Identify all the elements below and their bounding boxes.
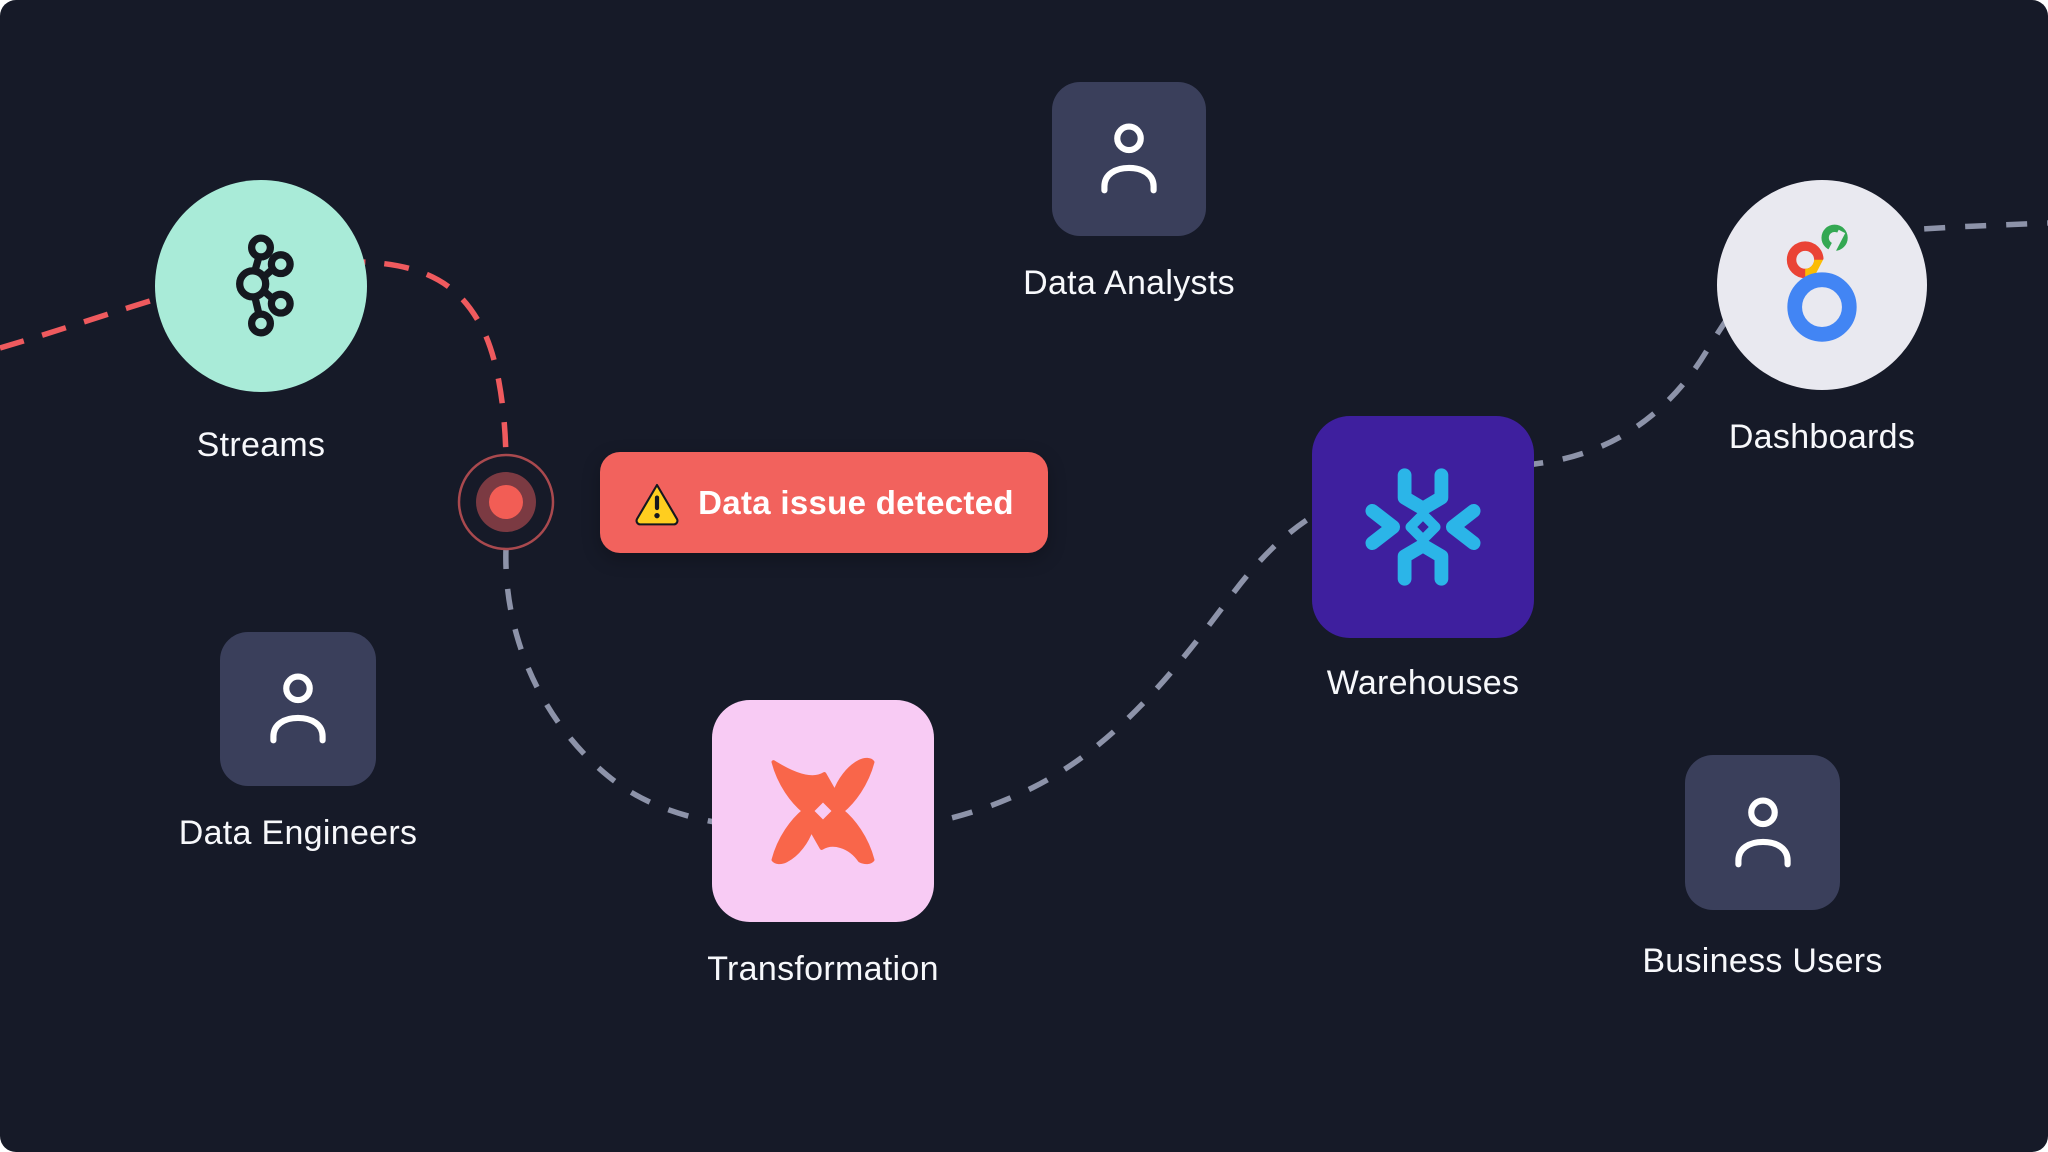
business-users-shape: [1685, 755, 1840, 910]
issue-point: [457, 453, 555, 551]
data-engineers-shape: [220, 632, 376, 786]
data-issue-alert: Data issue detected: [600, 452, 1048, 553]
person-icon: [1101, 123, 1157, 194]
person-icon: [270, 673, 326, 744]
looker-dashboard-icon: [1786, 224, 1857, 342]
warehouses-shape: [1312, 416, 1534, 638]
connector-source-to-issue: [0, 259, 509, 459]
node-label-data-analysts: Data Analysts: [1023, 264, 1235, 302]
kafka-streams-icon: [236, 234, 294, 337]
transformation-shape: [712, 700, 934, 922]
node-data-analysts: Data Analysts: [1023, 82, 1235, 303]
node-streams: Streams: [155, 180, 367, 465]
alert-text: Data issue detected: [698, 483, 1014, 521]
person-icon: [1734, 797, 1791, 867]
dashboards-shape: [1717, 180, 1927, 390]
node-label-warehouses: Warehouses: [1326, 664, 1520, 702]
node-label-data-engineers: Data Engineers: [178, 814, 418, 852]
node-data-engineers: Data Engineers: [179, 632, 417, 853]
data-analysts-shape: [1052, 82, 1206, 236]
node-label-transformation: Transformation: [707, 950, 939, 988]
node-warehouses: Warehouses: [1312, 416, 1534, 703]
node-label-business-users: Business Users: [1642, 942, 1883, 980]
node-dashboards: Dashboards: [1717, 180, 1927, 457]
node-transformation: Transformation: [707, 700, 938, 989]
snowflake-icon: [1365, 468, 1481, 586]
node-label-streams: Streams: [196, 426, 326, 464]
dbt-icon: [771, 757, 875, 865]
node-business-users: Business Users: [1642, 755, 1882, 981]
streams-shape: [155, 180, 367, 392]
node-label-dashboards: Dashboards: [1728, 418, 1916, 456]
warning-icon: [635, 483, 679, 525]
